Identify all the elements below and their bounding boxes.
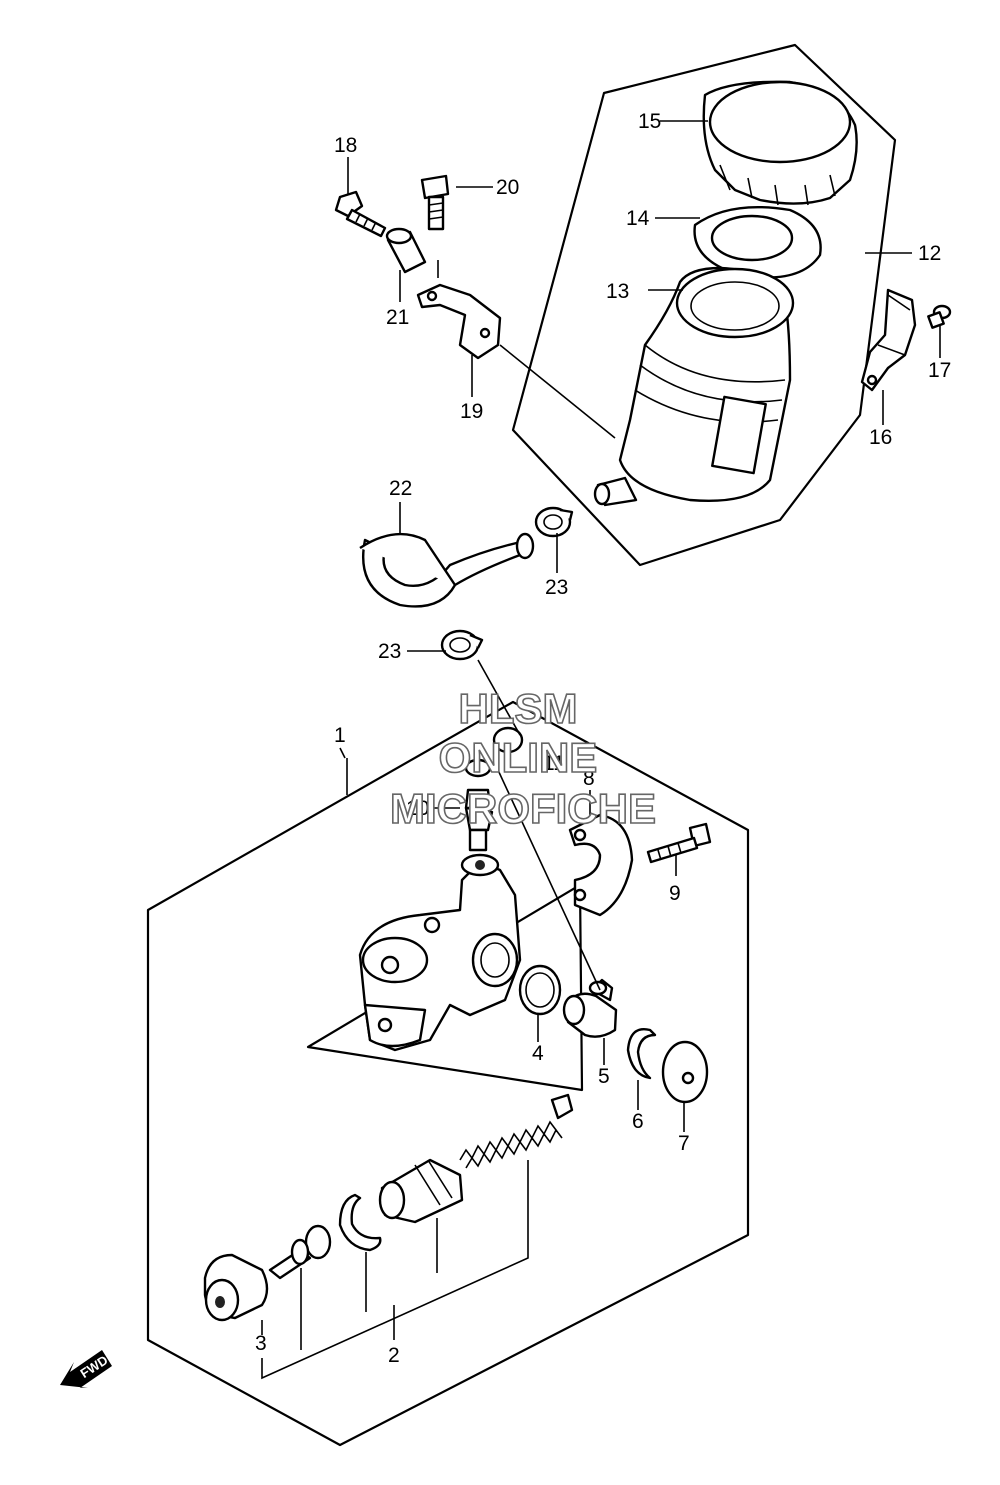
reservoir-cap — [702, 80, 858, 206]
hose-clamp-upper — [534, 506, 574, 538]
master-cylinder-outline — [146, 700, 750, 1447]
callout-3: 3 — [255, 1332, 267, 1355]
reservoir-bracket — [860, 288, 917, 392]
callout-22: 22 — [389, 477, 412, 500]
callout-23-upper: 23 — [545, 576, 568, 599]
forward-arrow-icon: FWD — [60, 1350, 112, 1388]
callout-11: 11 — [543, 752, 565, 775]
circlip — [626, 1028, 657, 1080]
bleeder-screw — [464, 788, 494, 852]
callout-17: 17 — [928, 359, 951, 382]
diaphragm-plate — [693, 205, 822, 279]
callout-7: 7 — [678, 1132, 690, 1155]
callout-20: 20 — [496, 176, 519, 199]
reservoir-assembly-outline — [511, 43, 897, 567]
leader-lines — [261, 120, 941, 1380]
callout-16: 16 — [869, 426, 892, 449]
callout-13: 13 — [606, 280, 629, 303]
callout-10: 10 — [406, 797, 429, 820]
boot — [661, 1040, 709, 1104]
callout-19: 19 — [460, 400, 483, 423]
dust-boot — [203, 1253, 269, 1322]
callout-18: 18 — [334, 134, 357, 157]
holder-bolt — [646, 822, 712, 864]
bolt-18 — [334, 190, 387, 238]
callout-23-lower: 23 — [378, 640, 401, 663]
primary-cup — [378, 1158, 464, 1224]
watermark-line-1: HLSM — [459, 685, 578, 732]
bolt-20 — [420, 174, 450, 231]
piston-spring — [459, 1093, 574, 1169]
master-cylinder-body — [358, 853, 522, 1052]
callout-6: 6 — [632, 1110, 644, 1133]
callout-12: 12 — [918, 242, 941, 265]
watermark-line-2: ONLINE — [439, 734, 598, 781]
reservoir-hose — [359, 532, 535, 608]
bleeder-cap — [464, 726, 524, 778]
callout-5: 5 — [598, 1065, 610, 1088]
callout-numbers: 15 14 13 12 16 17 20 18 21 19 22 23 23 1… — [255, 110, 951, 1367]
piston-circlip — [338, 1193, 382, 1252]
callout-4: 4 — [532, 1042, 544, 1065]
callout-15: 15 — [638, 110, 661, 133]
reservoir-body — [593, 266, 795, 507]
callout-8: 8 — [583, 767, 595, 790]
collar-21 — [385, 227, 427, 274]
stay-bracket-19 — [416, 283, 502, 360]
watermark: HLSM ONLINE MICROFICHE — [389, 684, 657, 833]
callout-2: 2 — [388, 1344, 400, 1367]
hose-clamp-lower — [440, 629, 484, 661]
hose-connector — [562, 978, 618, 1038]
push-rod — [268, 1224, 332, 1280]
callout-21: 21 — [386, 306, 409, 329]
callout-1: 1 — [334, 724, 346, 747]
callout-9: 9 — [669, 882, 681, 905]
callout-14: 14 — [626, 207, 650, 230]
watermark-line-3: MICROFICHE — [390, 785, 656, 832]
o-ring — [518, 964, 562, 1016]
screw-17 — [927, 304, 952, 329]
clamp-holder — [568, 813, 634, 917]
